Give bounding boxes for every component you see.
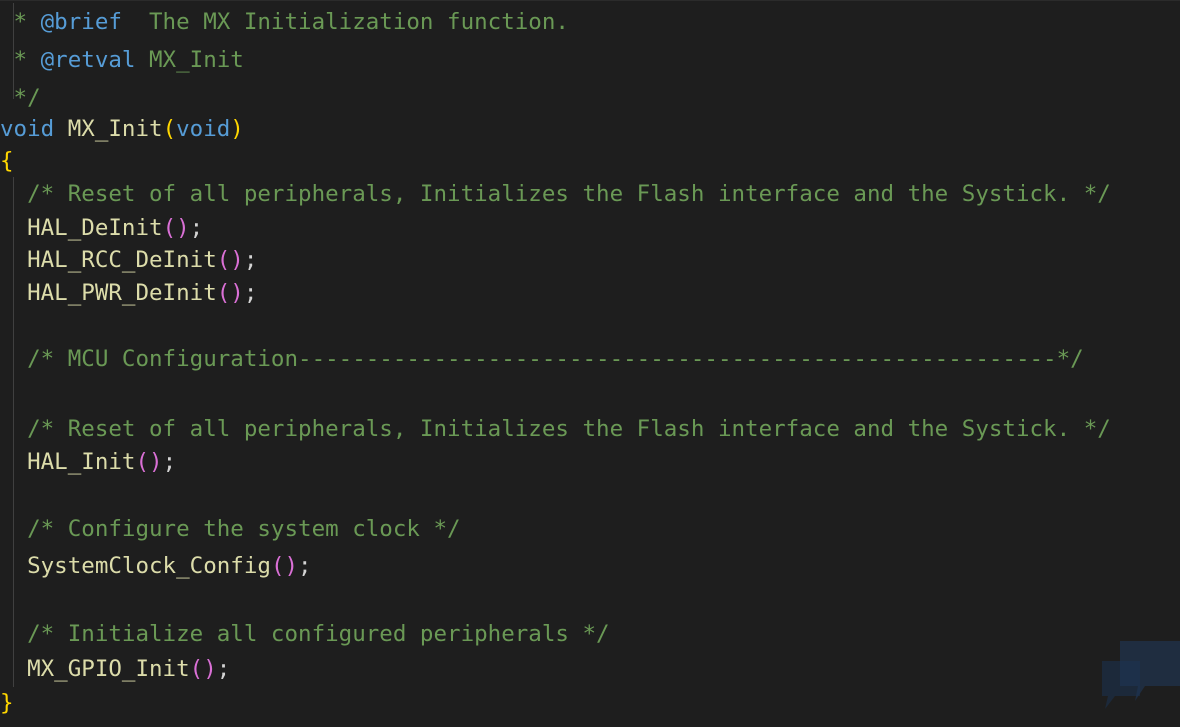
call-parens: ()	[162, 215, 190, 241]
close-brace: }	[0, 690, 14, 716]
code-line-open-brace[interactable]: {	[0, 142, 14, 180]
code-line-hal-pwr-deinit[interactable]: HAL_PWR_DeInit();	[0, 274, 257, 312]
return-type-keyword: void	[0, 116, 55, 142]
code-line-signature[interactable]: void MX_Init(void)	[0, 110, 244, 148]
code-line-hal-rcc-deinit[interactable]: HAL_RCC_DeInit();	[0, 241, 257, 279]
open-brace: {	[0, 148, 14, 174]
call-parens: ()	[270, 553, 299, 579]
code-line-mx-gpio-init[interactable]: MX_GPIO_Init();	[0, 650, 230, 688]
call-hal-deinit: HAL_DeInit	[27, 215, 163, 241]
code-line-comment-mcu-config[interactable]: /* MCU Configuration--------------------…	[0, 340, 1084, 378]
code-line-comment-clock[interactable]: /* Configure the system clock */	[0, 510, 461, 548]
code-line-comment-reset-2[interactable]: /* Reset of all peripherals, Initializes…	[0, 410, 1111, 448]
call-parens: ()	[216, 247, 244, 273]
code-line-comment-init-periph[interactable]: /* Initialize all configured peripherals…	[0, 615, 610, 653]
call-hal-init: HAL_Init	[27, 449, 136, 475]
close-paren: )	[230, 116, 244, 142]
call-hal-pwr-deinit: HAL_PWR_DeInit	[27, 280, 217, 306]
function-name: MX_Init	[67, 116, 163, 142]
param-keyword: void	[176, 116, 231, 142]
comment-star: *	[0, 9, 41, 35]
comment-mcu-config: /* MCU Configuration--------------------…	[27, 346, 1084, 372]
semicolon: ;	[216, 656, 231, 682]
watermark-logo-icon	[1102, 641, 1180, 709]
code-line-hal-deinit[interactable]: HAL_DeInit();	[0, 209, 203, 247]
semicolon: ;	[162, 449, 177, 475]
comment-star: *	[0, 47, 41, 73]
semicolon: ;	[298, 553, 312, 579]
retval-text: MX_Init	[135, 47, 244, 73]
code-line-systemclock-config[interactable]: SystemClock_Config();	[0, 547, 312, 585]
doc-tag-brief: @brief	[40, 9, 122, 35]
code-line-retval[interactable]: * @retval MX_Init	[0, 41, 244, 79]
indent-guide-doc-comment	[13, 3, 14, 99]
call-parens: ()	[189, 656, 217, 682]
doc-tag-retval: @retval	[40, 47, 136, 73]
open-paren: (	[162, 116, 177, 142]
comment-reset-2: /* Reset of all peripherals, Initializes…	[27, 416, 1111, 442]
comment-close: */	[0, 85, 41, 111]
call-parens: ()	[135, 449, 163, 475]
indent-guide-function-body	[13, 177, 14, 687]
code-line-comment-close[interactable]: */	[0, 79, 41, 117]
semicolon: ;	[243, 247, 258, 273]
semicolon: ;	[243, 280, 258, 306]
code-line-close-brace[interactable]: }	[0, 684, 14, 722]
brief-text: The MX Initialization function.	[121, 9, 569, 35]
code-line-brief[interactable]: * @brief The MX Initialization function.	[0, 3, 569, 41]
call-parens: ()	[216, 280, 244, 306]
call-hal-rcc-deinit: HAL_RCC_DeInit	[27, 247, 217, 273]
call-systemclock-config: SystemClock_Config	[27, 553, 271, 579]
semicolon: ;	[189, 215, 204, 241]
code-line-comment-reset-1[interactable]: /* Reset of all peripherals, Initializes…	[0, 175, 1111, 213]
comment-reset-1: /* Reset of all peripherals, Initializes…	[27, 181, 1111, 207]
comment-init-periph: /* Initialize all configured peripherals…	[27, 621, 610, 647]
call-mx-gpio-init: MX_GPIO_Init	[27, 656, 190, 682]
comment-clock: /* Configure the system clock */	[27, 516, 461, 542]
code-line-hal-init[interactable]: HAL_Init();	[0, 443, 176, 481]
